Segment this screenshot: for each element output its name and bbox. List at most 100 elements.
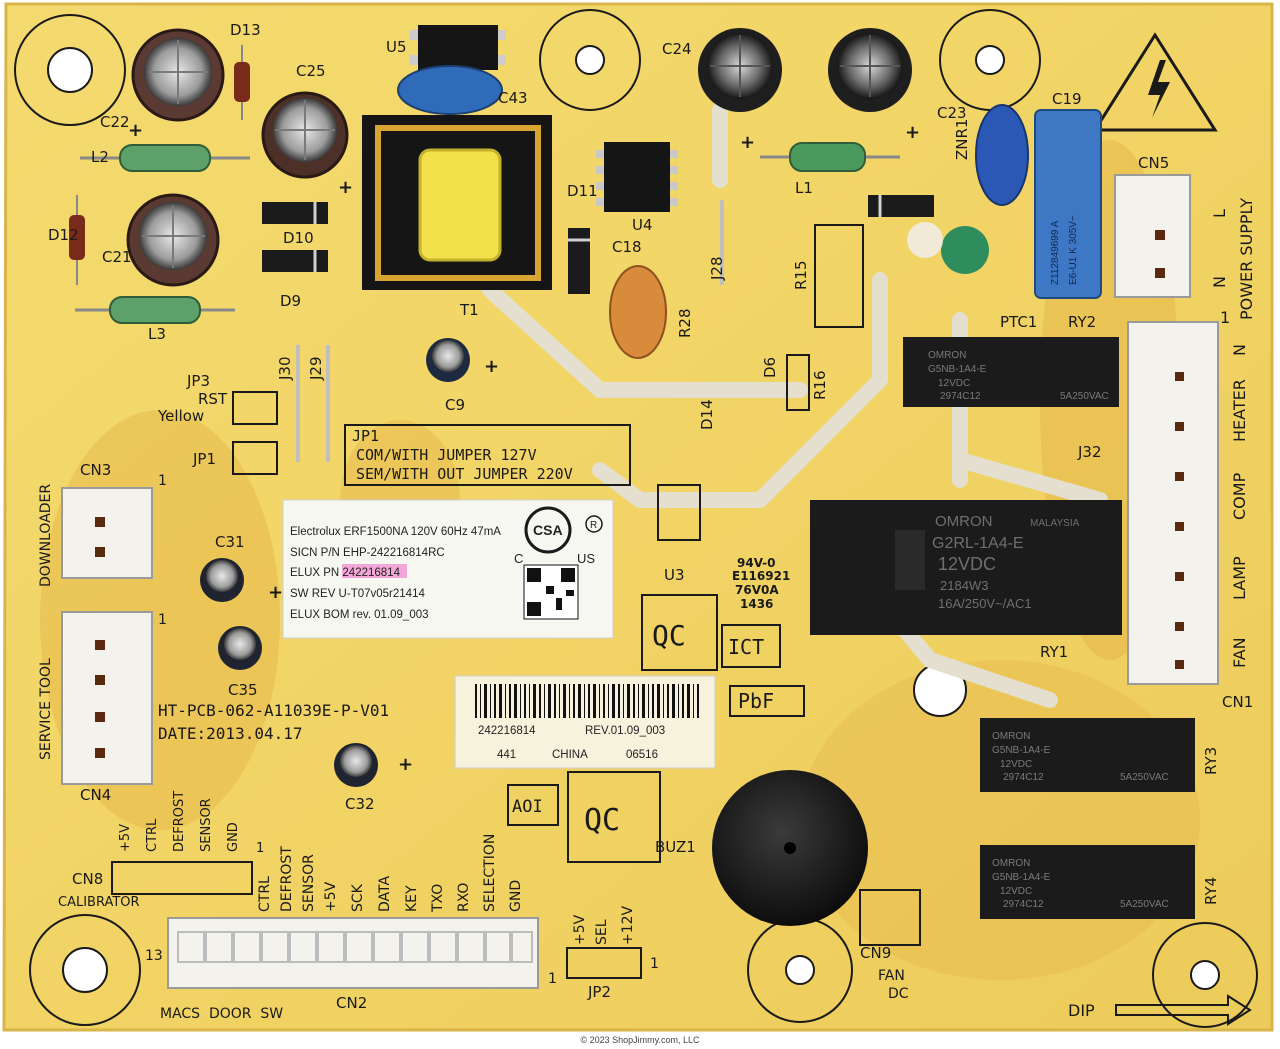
ry1-rating: 16A/250V~/AC1: [938, 596, 1032, 611]
sticker-line-elux-pn: ELUX PN 242216814: [290, 567, 401, 579]
ry2-brand: OMRON: [928, 350, 966, 361]
label-downloader: DOWNLOADER: [38, 484, 54, 587]
label-ptc1: PTC1: [1000, 313, 1037, 331]
label-cn1-pin-fan: FAN: [1230, 637, 1249, 668]
ry2-voltage: 12VDC: [938, 378, 970, 389]
label-calibrator: CALIBRATOR: [58, 895, 140, 910]
label-c25: C25: [296, 62, 326, 80]
jp1-note-title: JP1: [352, 427, 379, 445]
barcode-code: 06516: [626, 749, 658, 761]
label-c18: C18: [612, 238, 642, 256]
label-d10: D10: [283, 229, 314, 247]
label-u3: U3: [664, 566, 685, 584]
plus-c22: +: [128, 120, 143, 141]
plus-c32: +: [398, 754, 413, 775]
ry3-code: 2974C12: [1003, 772, 1044, 783]
plus-c9: +: [484, 356, 499, 377]
jumper-wire-j30: [296, 200, 724, 462]
csa-us-text: US: [577, 551, 595, 566]
barcode-country: CHINA: [552, 749, 588, 761]
ry1-brand: OMRON: [935, 513, 993, 530]
connector-cn2: [167, 917, 539, 989]
plus-c24: +: [740, 132, 755, 153]
ry3-rating: 5A250VAC: [1120, 772, 1169, 783]
cn2-pin-sck: SCK: [350, 883, 366, 912]
ict-mark: ICT: [728, 635, 764, 659]
sticker-line-sw-rev: SW REV U-T07v05r21414: [290, 588, 425, 600]
barcode-pn: 242216814: [478, 725, 536, 737]
label-jp3: JP3: [186, 372, 210, 390]
registered-mark: R: [590, 520, 597, 531]
label-c9: C9: [445, 396, 465, 414]
label-cn9: CN9: [860, 944, 891, 962]
inductor-l1: [760, 142, 900, 172]
header-outlines: [111, 391, 921, 979]
varistor-znr1: [975, 104, 1029, 206]
relay-ry1: [810, 500, 1122, 635]
qc-mark-2: QC: [584, 803, 620, 838]
diode-upper-right: [868, 195, 934, 217]
inductor-l3: [75, 296, 235, 324]
plus-c25: +: [338, 177, 353, 198]
cn8-pin-5v: +5V: [118, 824, 133, 852]
relay-ry3: [980, 718, 1195, 792]
cn8-pin1: 1: [256, 841, 264, 856]
connector-cn3: [61, 487, 153, 579]
capacitor-c24-right: [828, 28, 912, 112]
inspection-boxes: [507, 594, 805, 863]
label-r16: R16: [811, 370, 829, 400]
ry1-model: G2RL-1A4-E: [932, 535, 1024, 552]
cn9-dc: DC: [888, 986, 909, 1002]
label-cn3: CN3: [80, 461, 111, 479]
sticker-line-bom: ELUX BOM rev. 01.09_003: [290, 609, 429, 621]
capacitor-c22: [131, 28, 225, 122]
ry4-model: G5NB-1A4-E: [992, 872, 1051, 883]
label-cn5: CN5: [1138, 154, 1169, 172]
label-ry1: RY1: [1040, 643, 1068, 661]
qc-mark-1: QC: [652, 619, 686, 652]
sticker-line-sicn: SICN P/N EHP-242216814RC: [290, 547, 445, 559]
label-znr1: ZNR1: [953, 119, 971, 160]
connector-cn4: [61, 611, 153, 785]
ul-code: 76V0A: [735, 583, 779, 597]
ul-rating: 94V-0: [737, 556, 775, 570]
jp2-pin-5v: +5V: [572, 914, 588, 945]
ry1-voltage: 12VDC: [938, 554, 996, 574]
resistor-r16-outline: [786, 354, 810, 411]
label-c23: C23: [937, 104, 967, 122]
diode-d13: [234, 45, 250, 120]
label-cn1-pin-comp: COMP: [1230, 472, 1249, 520]
cn2-pin-5v: +5V: [323, 881, 339, 912]
label-c24: C24: [662, 40, 692, 58]
label-yellow: Yellow: [157, 407, 204, 425]
label-cn1-pin-heater: HEATER: [1230, 379, 1249, 442]
sticker-line-model: Electrolux ERF1500NA 120V 60Hz 47mA: [290, 526, 501, 538]
label-cn2: CN2: [336, 994, 367, 1012]
ul-file-number: E116921: [732, 569, 790, 583]
buzzer-buz1: [712, 770, 868, 926]
label-r15: R15: [792, 260, 810, 290]
label-cn5-pin-l: L: [1210, 209, 1229, 218]
label-c35: C35: [228, 681, 258, 699]
cn2-pin-rxo: RXO: [456, 883, 472, 912]
barcode-rev: REV.01.09_003: [585, 725, 665, 737]
label-cn8: CN8: [72, 870, 103, 888]
ry2-rating: 5A250VAC: [1060, 391, 1109, 402]
label-j32: J32: [1077, 443, 1102, 461]
ry1-origin: MALAYSIA: [1030, 518, 1080, 529]
label-buz1: BUZ1: [655, 838, 696, 856]
label-c22: C22: [100, 113, 130, 131]
label-d6: D6: [761, 357, 779, 378]
diode-d9: [262, 250, 328, 272]
cn8-pin-ctrl: CTRL: [145, 818, 160, 852]
capacitor-c19: [1034, 109, 1102, 299]
ry4-rating: 5A250VAC: [1120, 899, 1169, 910]
csa-c-text: C: [514, 551, 523, 566]
jp2-pin1: 1: [650, 956, 659, 972]
label-ry2: RY2: [1068, 313, 1096, 331]
label-jp2: JP2: [587, 983, 611, 1001]
jp2-pin-12v: +12V: [620, 905, 636, 945]
capacitor-c32: [334, 743, 378, 787]
c19-marking-2: E6-U1 K 305V~: [1068, 215, 1079, 285]
resistor-r15-outline: [814, 224, 864, 328]
